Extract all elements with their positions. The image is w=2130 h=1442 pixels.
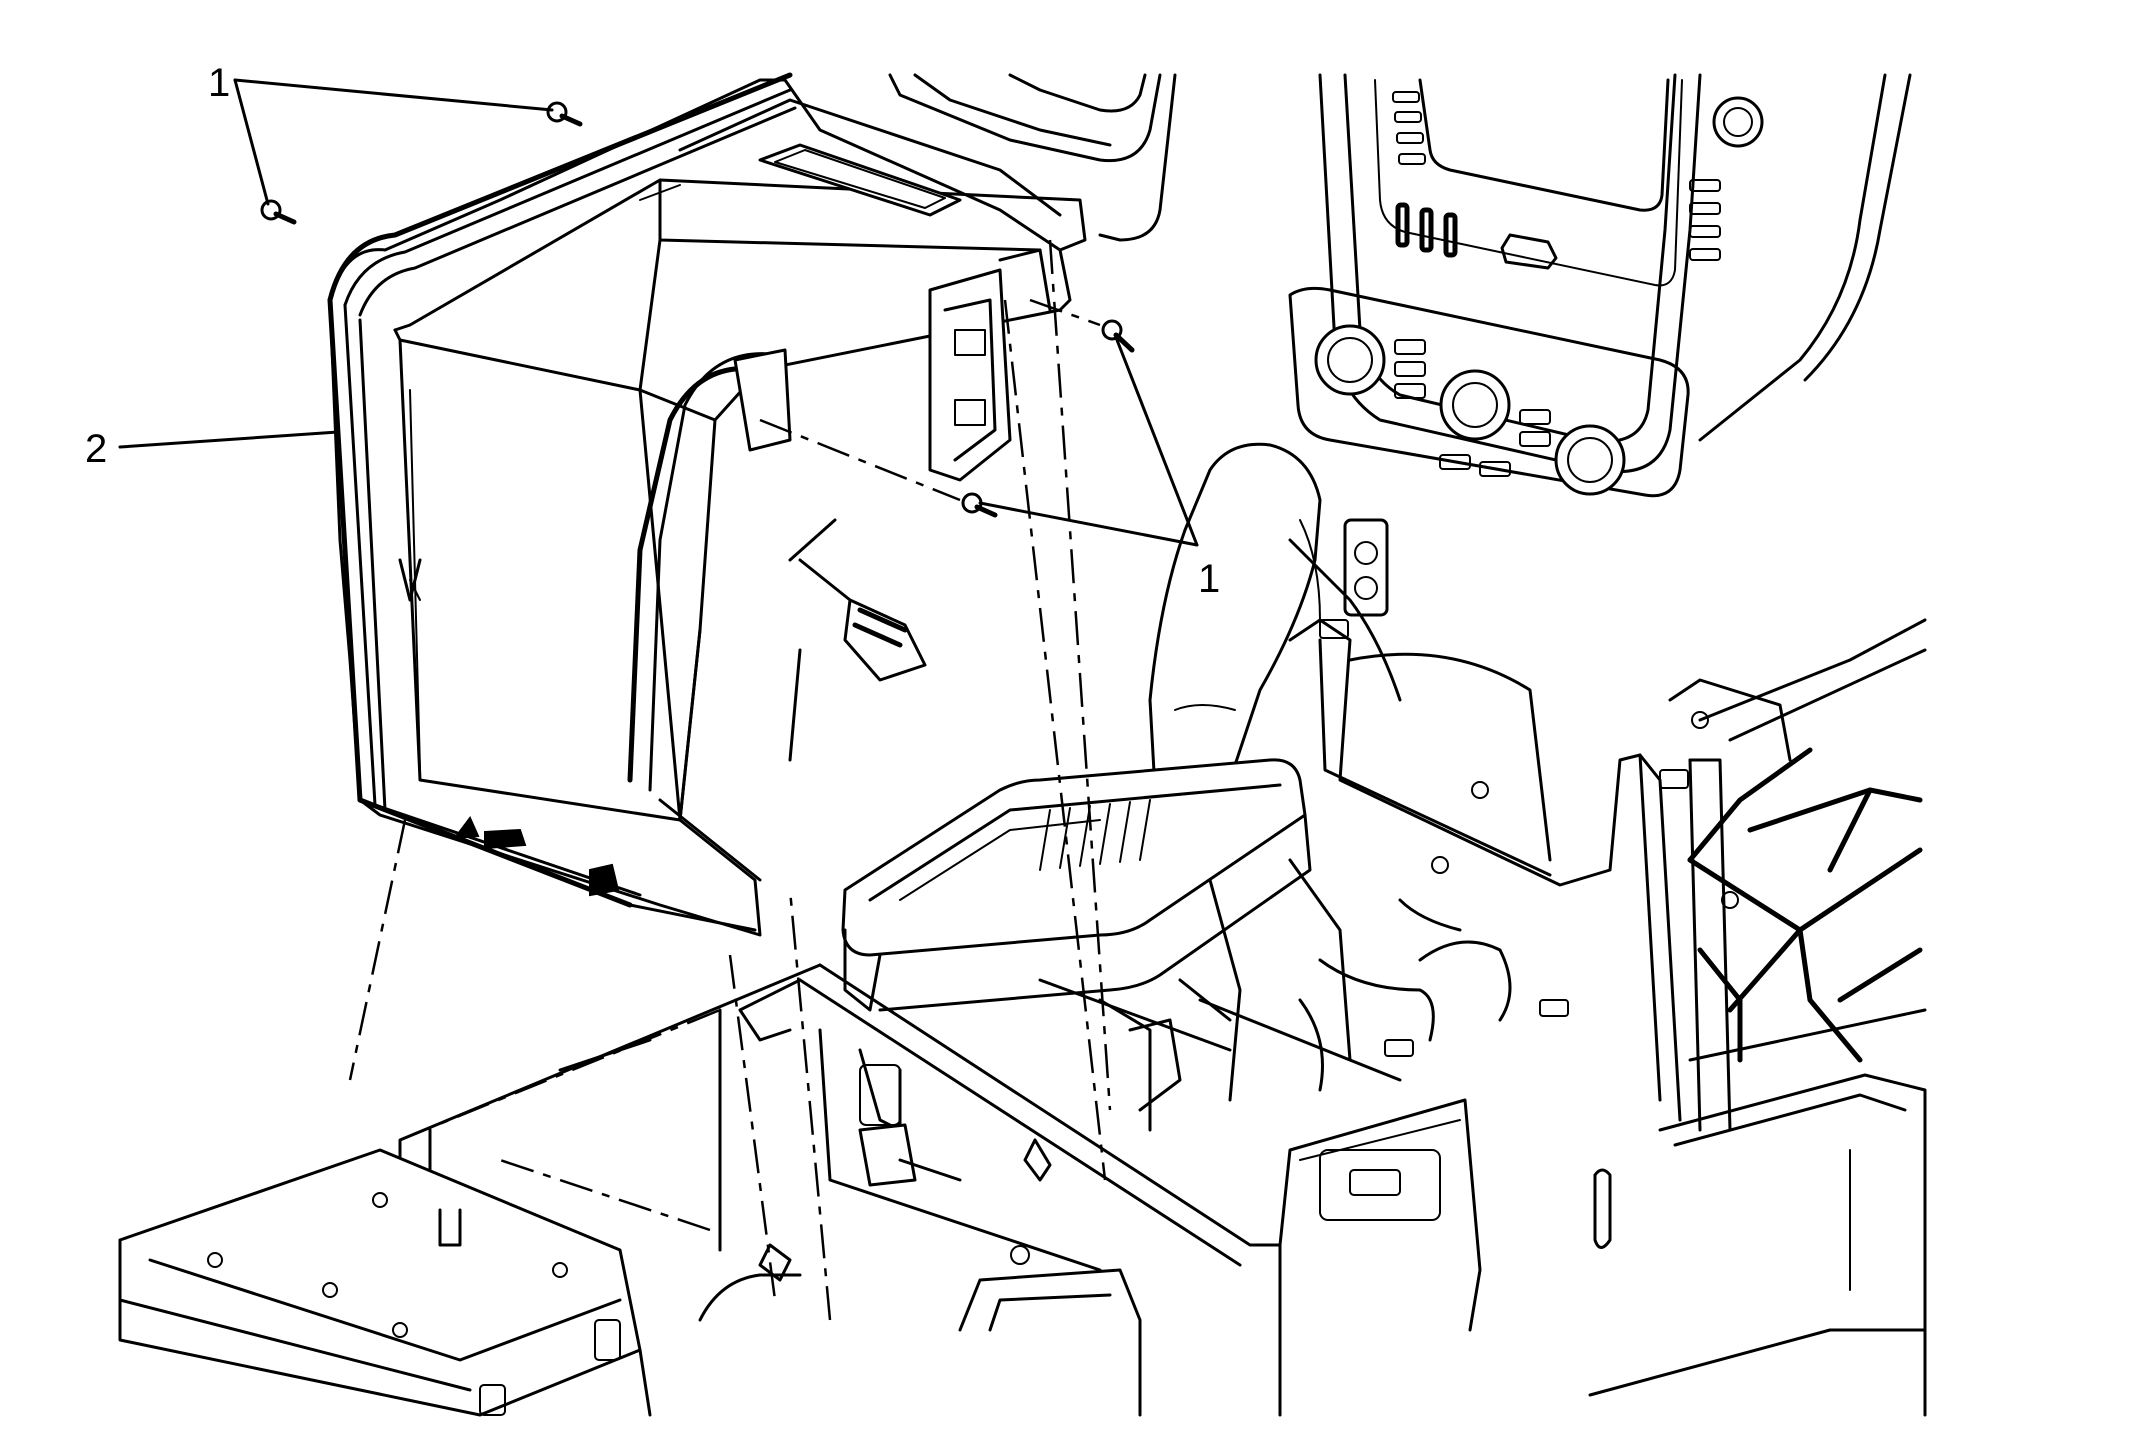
hvac-knob-left-icon xyxy=(1314,324,1386,396)
screw-icon xyxy=(961,492,998,518)
power-outlet-icon xyxy=(1343,518,1389,617)
hvac-buttons xyxy=(1394,339,1551,477)
console-cover-part xyxy=(327,72,1087,937)
shifter-bezel xyxy=(841,758,1312,1012)
callout-2: 2 xyxy=(85,427,107,471)
cross-brace-lattice xyxy=(1687,747,1923,1063)
callout-1-top-left: 1 xyxy=(208,61,230,105)
display-buttons-right xyxy=(1689,179,1721,261)
leader-lines xyxy=(118,78,1199,547)
mount-boss-icon xyxy=(1319,619,1709,1057)
display-buttons-left xyxy=(1392,91,1426,165)
assembly-centerlines xyxy=(348,239,1112,1321)
volume-knob-icon xyxy=(1712,96,1764,148)
instrument-panel-center-bezel xyxy=(1288,73,1764,617)
dash-upper-trim xyxy=(888,73,1912,442)
hvac-knob-right-icon xyxy=(1554,424,1626,496)
center-stack-switches xyxy=(1395,202,1558,270)
screw-icon xyxy=(1101,319,1135,353)
callout-1-right: 1 xyxy=(1198,557,1220,601)
floor-console-base xyxy=(118,963,1927,1417)
screw-icon xyxy=(260,199,297,225)
console-frame-right xyxy=(1288,618,1927,1132)
screw-icon xyxy=(546,101,583,127)
hvac-knob-center-icon xyxy=(1439,369,1511,441)
gear-shifter xyxy=(1148,442,1402,792)
wiring-harness xyxy=(858,858,1512,1132)
electrical-connector xyxy=(788,518,962,1187)
